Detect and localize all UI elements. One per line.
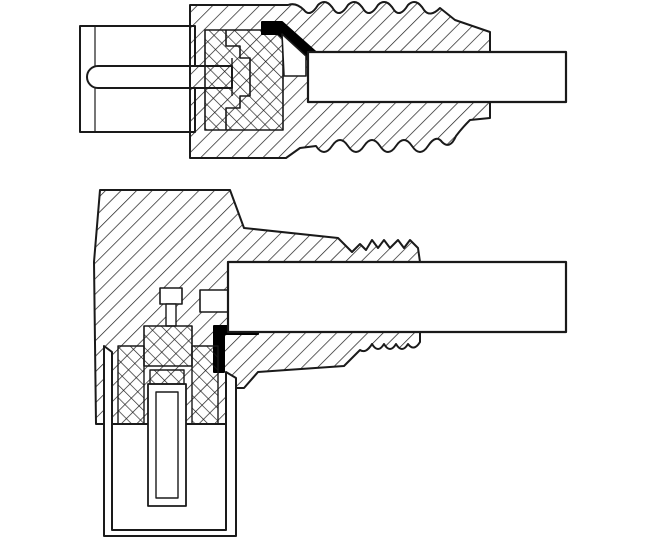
angled-cable xyxy=(226,260,568,334)
socket-sleeve xyxy=(103,345,237,537)
angled-insulator xyxy=(143,325,193,367)
straight-connector-view xyxy=(79,0,568,159)
angled-connector-view xyxy=(93,189,568,537)
cable xyxy=(306,50,568,104)
insulator xyxy=(204,29,284,131)
